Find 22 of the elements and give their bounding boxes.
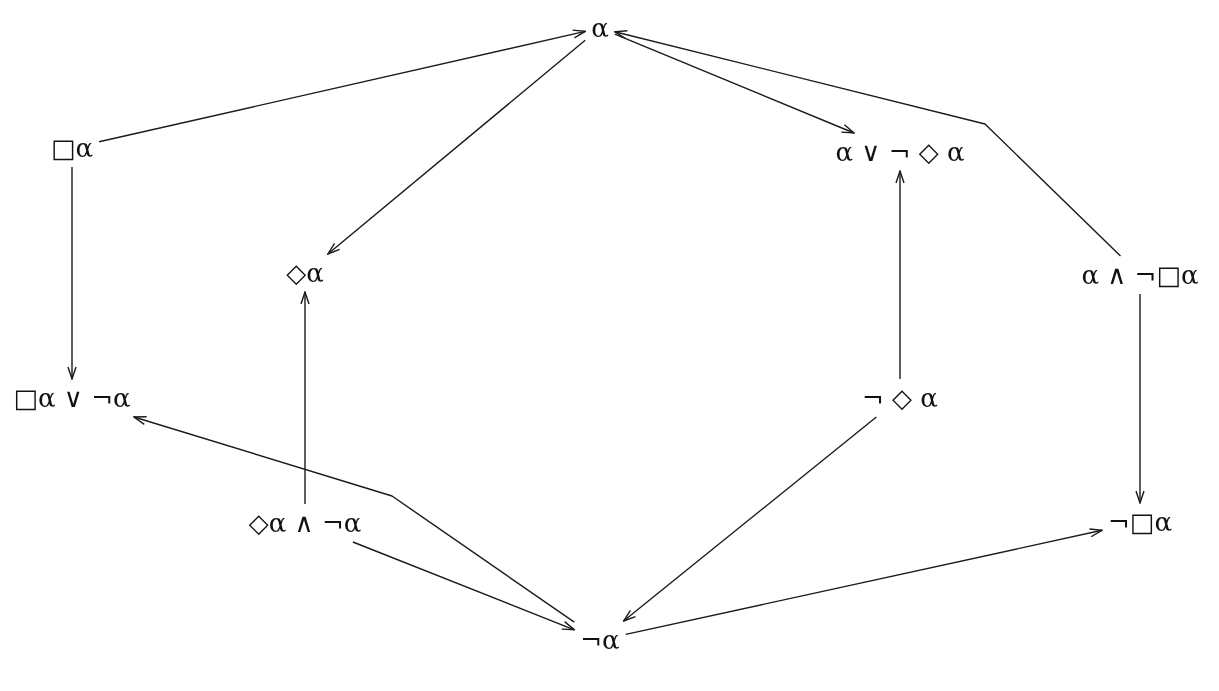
arrow: [622, 416, 878, 622]
formula-text: α ∨ ¬ ◇ α: [835, 136, 965, 169]
arrow: [625, 528, 1103, 636]
arrow: [98, 29, 586, 143]
arrow: [67, 166, 77, 380]
arrow: [352, 541, 575, 631]
formula-text: ◇α: [286, 257, 324, 290]
arrow: [614, 33, 855, 134]
formula-text: □α ∨ ¬α: [13, 382, 131, 415]
arrow: [133, 416, 575, 623]
formula-text: α: [591, 12, 609, 45]
formula-text: ¬□α: [1108, 506, 1172, 539]
arrow: [300, 291, 310, 505]
arrow: [1135, 293, 1145, 504]
formula-text: ¬α: [580, 624, 620, 657]
arrow: [895, 170, 905, 380]
formula-text: ¬ ◇ α: [862, 382, 938, 415]
arrow: [327, 39, 586, 255]
formula-text: □α: [50, 132, 94, 165]
formula-text: α ∧ ¬□α: [1081, 259, 1199, 292]
formula-text: ◇α ∧ ¬α: [248, 507, 362, 540]
arrow: [614, 30, 1122, 257]
